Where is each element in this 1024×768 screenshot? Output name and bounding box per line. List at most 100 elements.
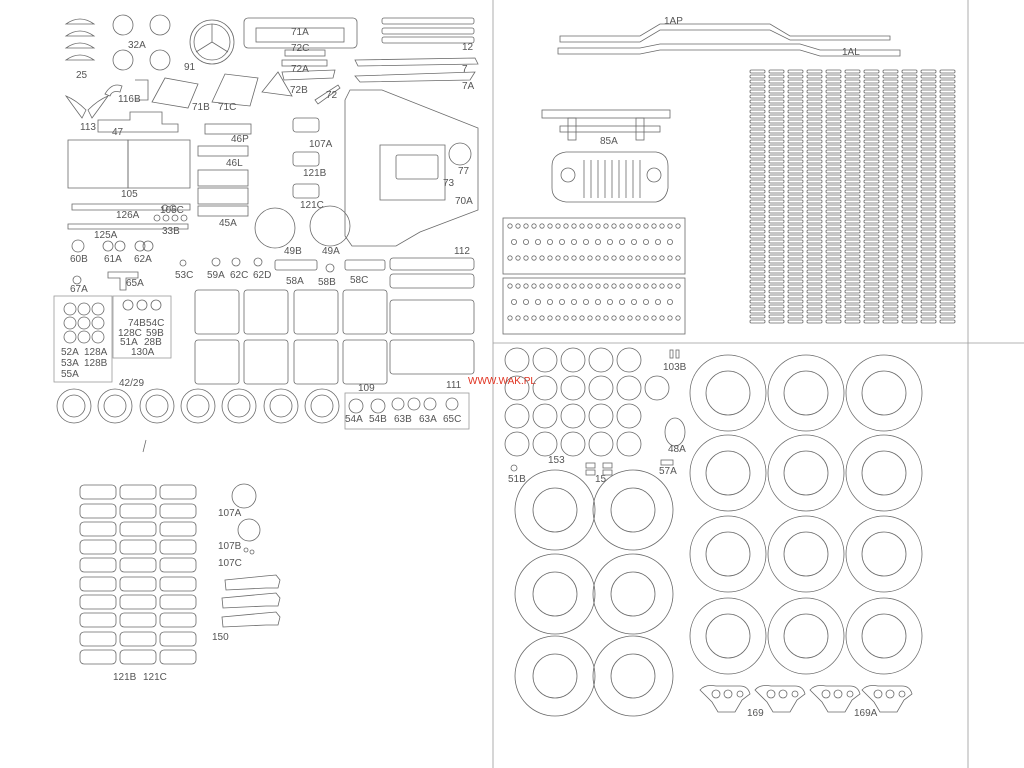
disc <box>616 431 642 457</box>
part-91-steering-wheel: 91 <box>184 19 235 73</box>
track-link <box>844 259 861 264</box>
track-link <box>787 249 804 254</box>
plate-hole <box>571 238 578 245</box>
track-link <box>749 304 766 309</box>
label-109: 109 <box>358 383 375 394</box>
track-link <box>939 284 956 289</box>
track-link <box>768 209 785 214</box>
track-link <box>749 159 766 164</box>
track-link <box>844 114 861 119</box>
track-link <box>863 189 880 194</box>
part-tyres <box>514 354 923 717</box>
track-link <box>920 244 937 249</box>
part-150: 150 <box>212 574 281 643</box>
track-link <box>844 204 861 209</box>
track-link <box>863 214 880 219</box>
track-link <box>787 69 804 74</box>
tyre-hub <box>861 370 907 416</box>
track-link <box>863 249 880 254</box>
track-link <box>920 299 937 304</box>
track-link <box>806 139 823 144</box>
track-link <box>787 144 804 149</box>
plate-hole <box>667 315 673 321</box>
track-link <box>825 254 842 259</box>
track-link <box>939 69 956 74</box>
plate-hole <box>571 298 578 305</box>
track-link <box>882 299 899 304</box>
disc <box>616 347 642 373</box>
track-link <box>844 249 861 254</box>
track-link <box>920 149 937 154</box>
track-link <box>806 84 823 89</box>
track-link <box>863 129 880 134</box>
plate-hole <box>531 283 537 289</box>
track-link <box>901 269 918 274</box>
track-link <box>939 319 956 324</box>
tyre <box>689 597 767 675</box>
plate-hole <box>611 283 617 289</box>
track-link <box>825 234 842 239</box>
label-71a: 71A <box>291 27 309 38</box>
track-link <box>939 214 956 219</box>
plate-hole <box>555 283 561 289</box>
plate-hole <box>539 283 545 289</box>
track-link <box>920 289 937 294</box>
track-link <box>749 194 766 199</box>
track-link <box>787 74 804 79</box>
track-link <box>787 179 804 184</box>
tyre-hub <box>705 450 751 496</box>
track-link <box>863 259 880 264</box>
track-link <box>901 264 918 269</box>
track-link <box>787 239 804 244</box>
track-link <box>806 149 823 154</box>
label-45a: 45A <box>219 218 237 229</box>
track-link <box>768 139 785 144</box>
part-125a: 125A <box>67 223 189 241</box>
track-link <box>882 89 899 94</box>
track-link <box>863 289 880 294</box>
plate-hole <box>643 315 649 321</box>
tyre-hub <box>532 653 578 699</box>
label-105c: 105C <box>160 205 184 216</box>
track-link <box>806 239 823 244</box>
track-link <box>920 74 937 79</box>
track-link <box>901 234 918 239</box>
track-link <box>806 314 823 319</box>
plate-hole <box>539 315 545 321</box>
label-107a-bottom: 107A <box>218 508 242 519</box>
track-link <box>939 139 956 144</box>
track-link <box>882 69 899 74</box>
track-link <box>806 199 823 204</box>
track-link <box>787 209 804 214</box>
track-link <box>920 109 937 114</box>
track-link <box>939 124 956 129</box>
label-62d: 62D <box>253 270 271 281</box>
track-link <box>806 279 823 284</box>
track-link <box>825 84 842 89</box>
track-link <box>920 219 937 224</box>
track-link <box>749 79 766 84</box>
track-link <box>844 129 861 134</box>
disc <box>532 347 558 373</box>
track-link <box>863 254 880 259</box>
part-107a-121: 107A 121B 121C <box>292 117 333 211</box>
plate-hole <box>531 315 537 321</box>
track-link <box>825 169 842 174</box>
plate-hole <box>587 255 593 261</box>
tyre-hub <box>783 531 829 577</box>
part-109-111: 109 111 54A 54B 63B 63A 65C <box>344 380 470 430</box>
plate-hole <box>651 255 657 261</box>
track-link <box>844 99 861 104</box>
track-link <box>825 184 842 189</box>
plate-hole <box>579 315 585 321</box>
part-60-62: 60B 61A 62A <box>70 239 154 265</box>
label-57a: 57A <box>659 466 677 477</box>
part-dash-panels <box>194 289 388 385</box>
track-link <box>939 164 956 169</box>
track-link <box>787 139 804 144</box>
track-link <box>749 269 766 274</box>
plate-hole <box>535 238 542 245</box>
label-54b: 54B <box>369 414 387 425</box>
part-58: 58A 58B 58C <box>274 259 386 288</box>
